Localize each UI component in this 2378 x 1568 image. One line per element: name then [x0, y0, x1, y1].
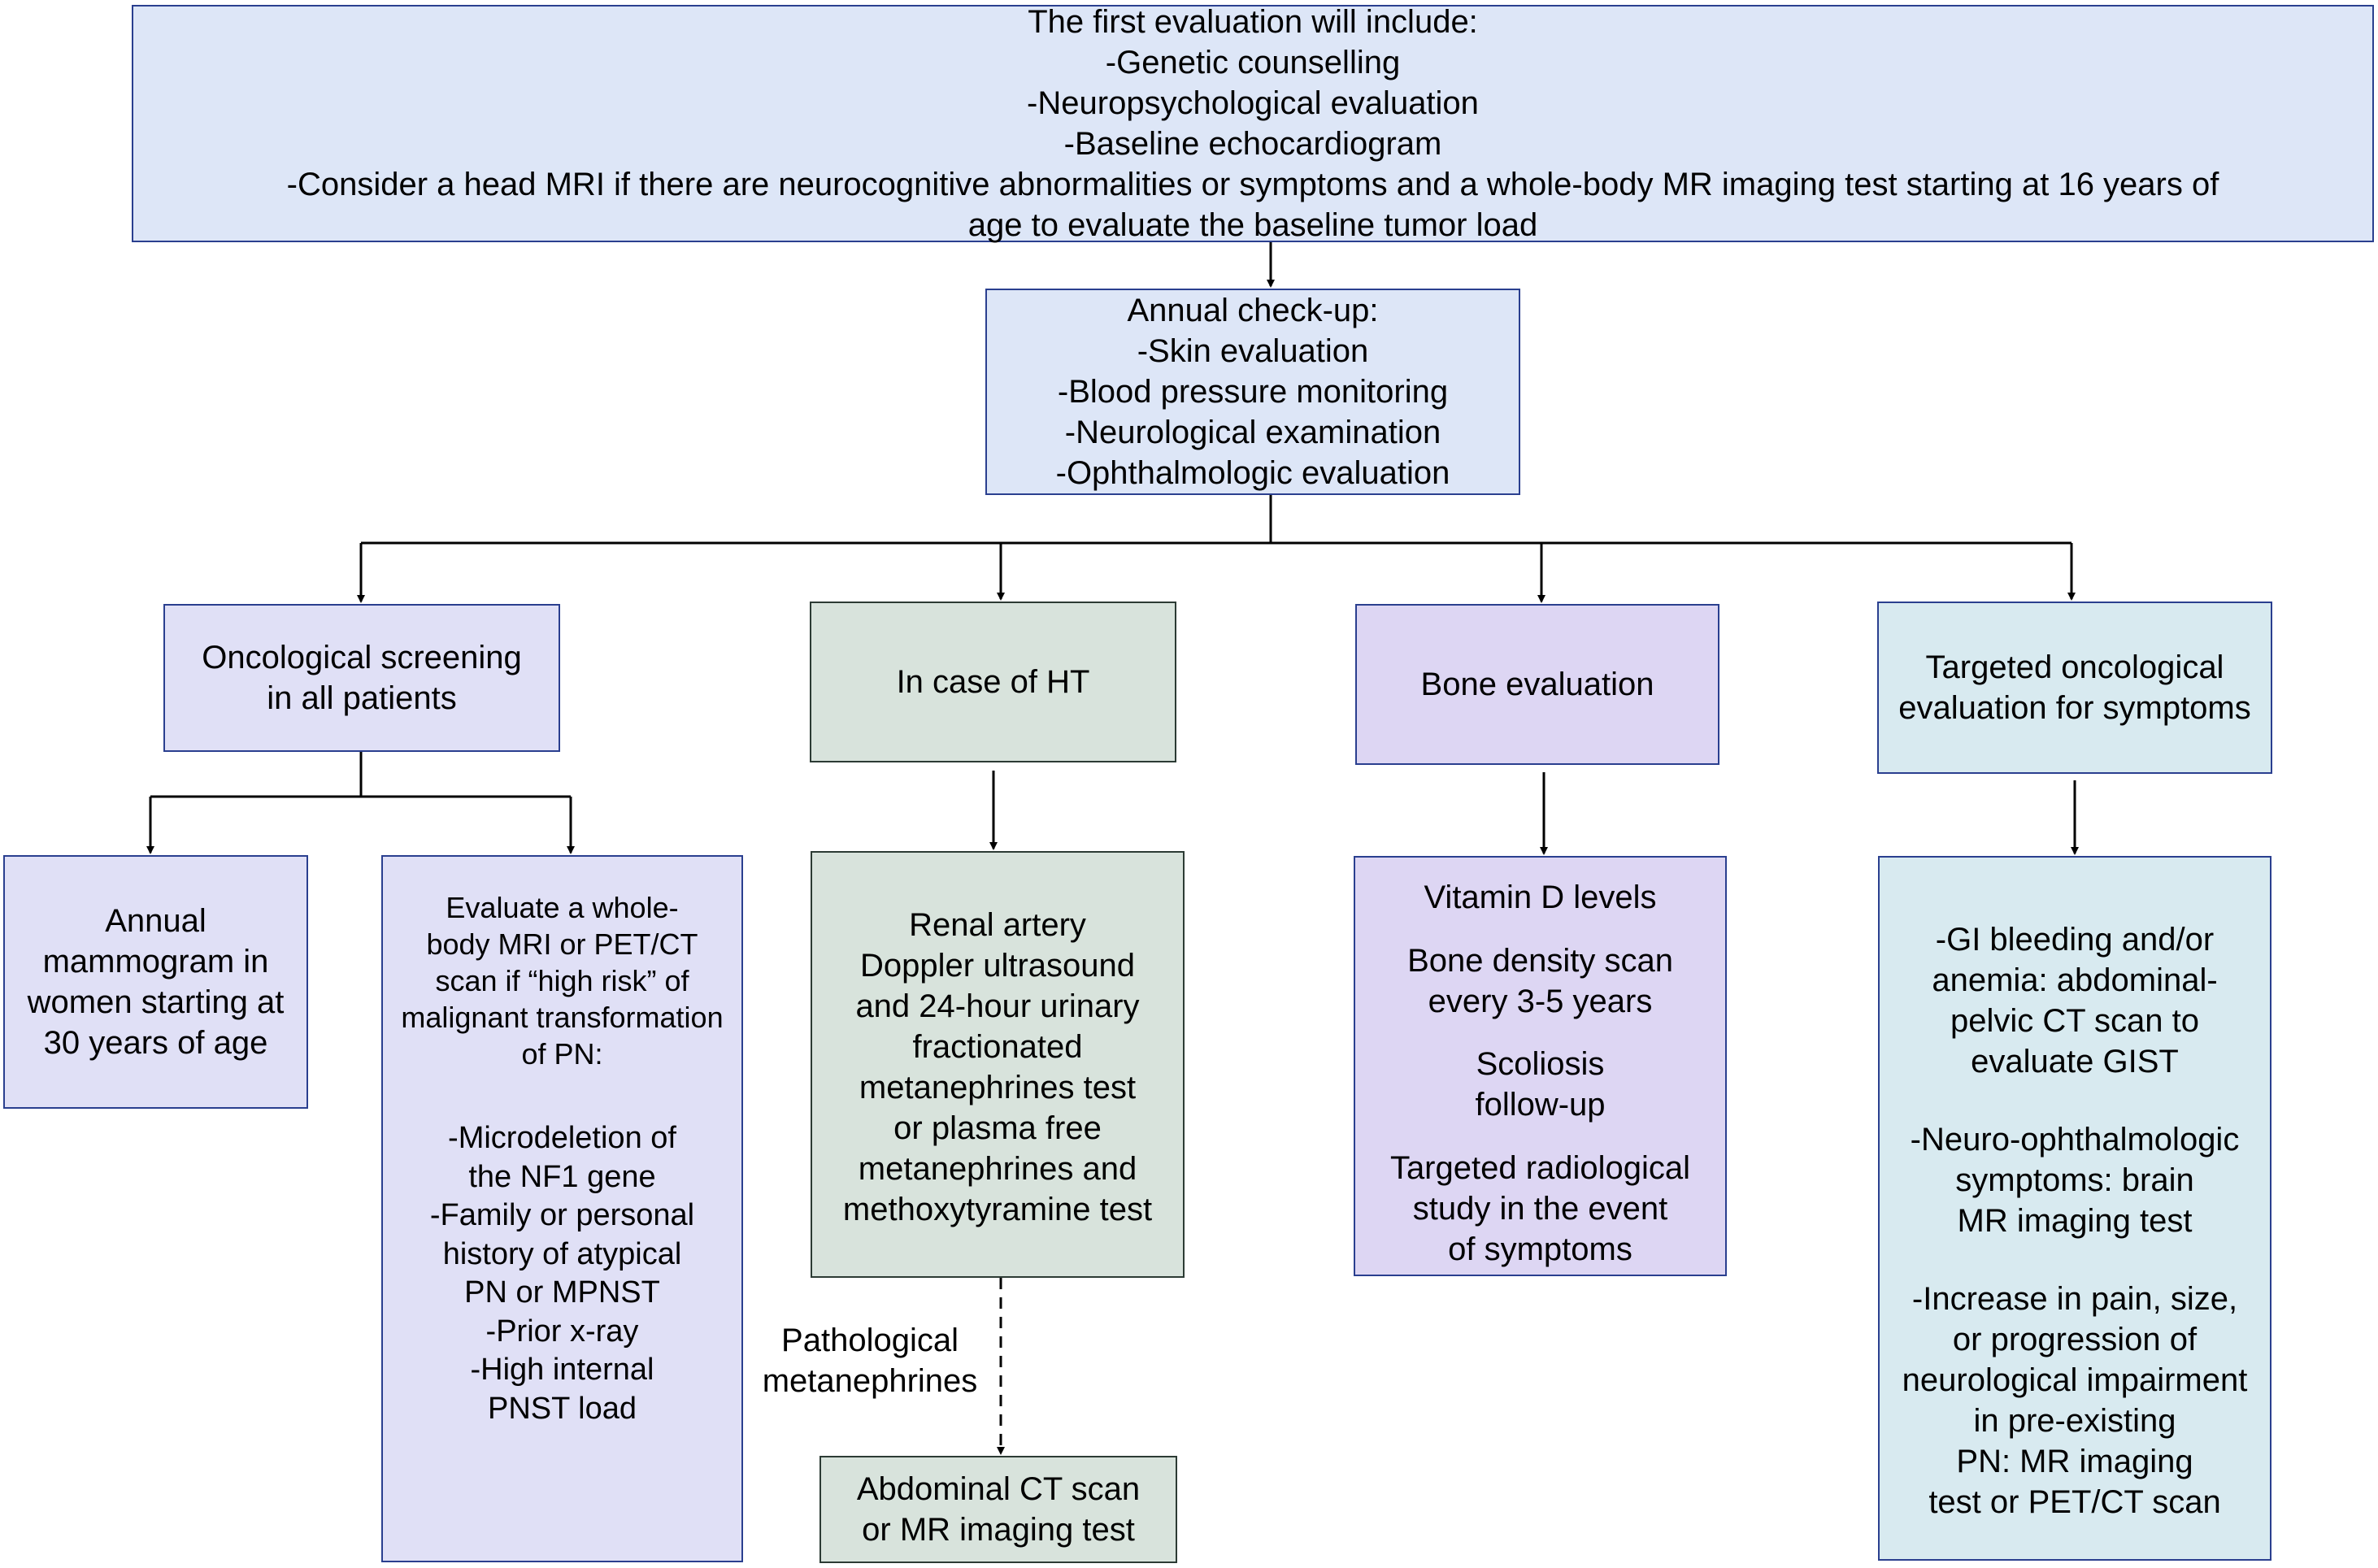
- renal-artery-text: Doppler ultrasound: [860, 948, 1135, 984]
- whole-body-mri-text: scan if “high risk” of: [435, 964, 689, 997]
- bone-density-text: Bone density scan: [1407, 942, 1673, 979]
- gi-bleeding-text: evaluate GIST: [1971, 1044, 2179, 1079]
- bone-density-text: every 3-5 years: [1428, 983, 1653, 1019]
- annual-checkup-item: -Ophthalmologic evaluation: [1055, 455, 1450, 491]
- pain-progression-text: -Increase in pain, size,: [1911, 1281, 2238, 1317]
- gi-bleeding-text: -GI bleeding and/or: [1935, 922, 2215, 958]
- oncological-screening-box: Oncological screening in all patients: [163, 604, 560, 752]
- whole-body-mri-criterion: PNST load: [487, 1391, 637, 1426]
- annual-checkup-item: -Blood pressure monitoring: [1057, 374, 1449, 410]
- abdominal-ct-text: Abdominal CT scan: [856, 1471, 1141, 1507]
- symptom-evaluation-box: -GI bleeding and/or anemia: abdominal- p…: [1878, 856, 2271, 1561]
- whole-body-mri-text: malignant transformation: [401, 1001, 724, 1034]
- whole-body-mri-criterion: the NF1 gene: [468, 1159, 656, 1194]
- targeted-oncological-text: Targeted oncological: [1925, 649, 2224, 685]
- pain-progression-text: PN: MR imaging: [1956, 1444, 2193, 1479]
- whole-body-mri-criterion: PN or MPNST: [464, 1275, 660, 1310]
- targeted-radiological-text: study in the event: [1412, 1191, 1668, 1227]
- neuro-ophthalmologic-text: symptoms: brain: [1955, 1162, 2194, 1198]
- first-evaluation-item: -Neuropsychological evaluation: [1027, 85, 1479, 121]
- first-evaluation-item: -Baseline echocardiogram: [1063, 126, 1442, 162]
- whole-body-mri-criterion: -Microdeletion of: [448, 1121, 676, 1155]
- whole-body-mri-criterion: -Prior x-ray: [485, 1314, 639, 1349]
- annual-checkup-title: Annual check-up:: [1127, 293, 1379, 328]
- renal-artery-box: Renal artery Doppler ultrasound and 24-h…: [811, 851, 1185, 1278]
- annual-mammogram-text: women starting at: [27, 984, 285, 1020]
- neuro-ophthalmologic-text: MR imaging test: [1957, 1203, 2193, 1239]
- pain-progression-text: in pre-existing: [1973, 1403, 2176, 1439]
- renal-artery-text: fractionated: [912, 1029, 1083, 1065]
- renal-artery-text: methoxytyramine test: [842, 1192, 1153, 1227]
- targeted-radiological-text: of symptoms: [1448, 1231, 1632, 1268]
- whole-body-mri-text: body MRI or PET/CT: [426, 927, 698, 961]
- annual-checkup-box: Annual check-up: -Skin evaluation -Blood…: [985, 289, 1520, 495]
- renal-artery-text: or plasma free: [893, 1110, 1102, 1146]
- first-evaluation-item: -Genetic counselling: [1105, 45, 1401, 80]
- bone-evaluation-box: Bone evaluation: [1355, 604, 1719, 765]
- targeted-oncological-text: evaluation for symptoms: [1898, 690, 2251, 726]
- bone-evaluation-text: Bone evaluation: [1420, 667, 1654, 702]
- first-evaluation-item: age to evaluate the baseline tumor load: [967, 207, 1538, 243]
- abdominal-ct-box: Abdominal CT scan or MR imaging test: [819, 1456, 1177, 1563]
- annual-mammogram-text: Annual: [105, 903, 206, 939]
- pain-progression-text: or progression of: [1952, 1322, 2198, 1357]
- targeted-oncological-box: Targeted oncological evaluation for symp…: [1877, 602, 2272, 774]
- whole-body-mri-criterion: -Family or personal: [429, 1198, 695, 1232]
- neuro-ophthalmologic-text: -Neuro-ophthalmologic: [1910, 1122, 2240, 1158]
- gi-bleeding-text: anemia: abdominal-: [1932, 962, 2218, 998]
- renal-artery-text: and 24-hour urinary: [855, 988, 1140, 1024]
- annual-checkup-item: -Skin evaluation: [1137, 333, 1369, 369]
- oncological-screening-text: Oncological screening: [202, 640, 522, 675]
- annual-mammogram-box: Annual mammogram in women starting at 30…: [3, 855, 308, 1109]
- pathological-metanephrines-label: Pathological metanephrines: [756, 1320, 984, 1401]
- abdominal-ct-text: or MR imaging test: [862, 1512, 1135, 1548]
- annual-mammogram-text: 30 years of age: [43, 1025, 268, 1061]
- in-case-of-ht-text: In case of HT: [896, 664, 1090, 700]
- first-evaluation-box: The first evaluation will include: -Gene…: [132, 4, 2374, 243]
- annual-mammogram-text: mammogram in: [42, 944, 269, 979]
- scoliosis-text: Scoliosis: [1476, 1046, 1605, 1083]
- scoliosis-text: follow-up: [1475, 1087, 1606, 1123]
- pain-progression-text: neurological impairment: [1902, 1362, 2248, 1398]
- vitamin-d-text: Vitamin D levels: [1424, 880, 1657, 915]
- whole-body-mri-criterion: -High internal: [470, 1353, 654, 1387]
- first-evaluation-title: The first evaluation will include:: [1028, 4, 1478, 40]
- gi-bleeding-text: pelvic CT scan to: [1950, 1003, 2200, 1039]
- renal-artery-text: metanephrines and: [858, 1151, 1137, 1187]
- whole-body-mri-text: Evaluate a whole-: [446, 891, 679, 924]
- annual-checkup-item: -Neurological examination: [1064, 415, 1441, 450]
- first-evaluation-item: -Consider a head MRI if there are neuroc…: [286, 167, 2219, 202]
- pathological-label-text: metanephrines: [762, 1363, 978, 1399]
- in-case-of-ht-box: In case of HT: [810, 602, 1176, 762]
- renal-artery-text: metanephrines test: [859, 1070, 1137, 1105]
- vitamin-d-box: Vitamin D levels Bone density scan every…: [1354, 856, 1727, 1276]
- whole-body-mri-criterion: history of atypical: [442, 1236, 682, 1271]
- pathological-label-text: Pathological: [781, 1323, 959, 1358]
- targeted-radiological-text: Targeted radiological: [1389, 1150, 1691, 1187]
- oncological-screening-text: in all patients: [267, 680, 457, 716]
- whole-body-mri-text: of PN:: [521, 1037, 603, 1071]
- renal-artery-text: Renal artery: [909, 907, 1086, 943]
- whole-body-mri-box: Evaluate a whole- body MRI or PET/CT sca…: [381, 855, 743, 1562]
- pain-progression-text: test or PET/CT scan: [1928, 1484, 2221, 1520]
